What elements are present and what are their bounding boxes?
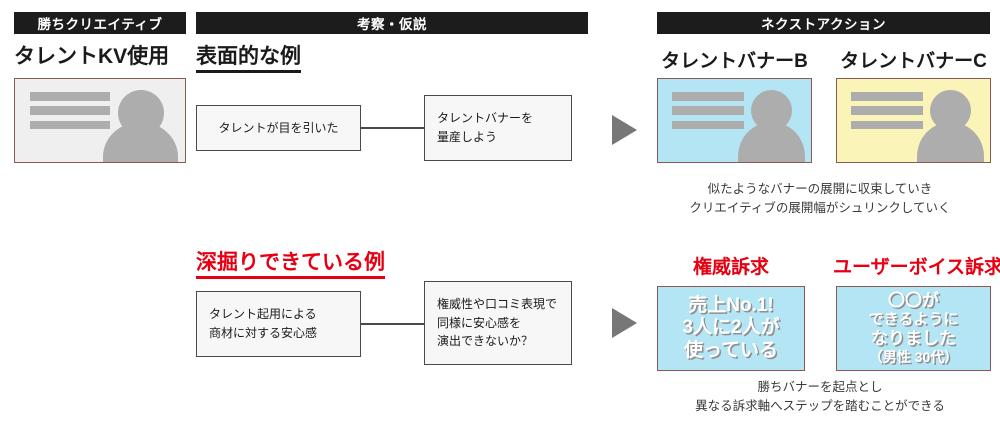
thumbnail-text-bar	[850, 106, 923, 116]
top-creative-title: タレントKV使用	[14, 45, 170, 68]
bottom-row-caption-line2: 異なる訴求軸へステップを踏むことができる	[695, 398, 945, 413]
person-body-icon	[916, 122, 984, 162]
bottom-section-title: 深掘りできている例	[196, 252, 385, 279]
top-row-caption-line2: クリエイティブの展開幅がシュリンクしていく	[689, 200, 951, 215]
flow-box-action: タレントバナーを 量産しよう	[424, 95, 572, 161]
thumbnail-text-bar	[850, 120, 923, 130]
banner-label-c: タレントバナーC	[840, 51, 987, 72]
bottom-row-caption: 勝ちバナーを起点とし 異なる訴求軸へステップを踏むことができる	[640, 378, 1000, 416]
thumbnail-text-bar	[30, 92, 111, 101]
banner-label-uservoice: ユーザーボイス訴求	[833, 257, 1000, 278]
top-section-title: 表面的な例	[196, 46, 301, 73]
flow-box-observation: タレントが目を引いた	[196, 105, 361, 151]
flow-connector-bottom	[361, 323, 424, 325]
creative-thumbnail-talent-banner-c	[836, 78, 991, 163]
authority-copy-line2: 3人に2人が	[682, 317, 780, 339]
column-header-winning-creative-label: 勝ちクリエイティブ	[37, 17, 163, 32]
flow-box-action-line2: 量産しよう	[437, 130, 498, 144]
flow-box-observation-line1: タレントが目を引いた	[218, 120, 339, 135]
creative-thumbnail-talent-banner-b	[657, 78, 812, 163]
authority-copy-line1: 売上No.1!	[688, 294, 774, 316]
uservoice-copy-line1: 〇〇が	[888, 291, 939, 311]
thumbnail-text-bar	[30, 106, 111, 116]
flow-box-action-line1: タレントバナーを	[437, 111, 534, 126]
top-row-caption-line1: 似たようなバナーの展開に収束していき	[707, 182, 933, 196]
flow-box-insight-line2: 商材に対する安心感	[209, 326, 318, 340]
uservoice-copy-line4: （男性 30代）	[868, 349, 959, 366]
uservoice-copy-line3: なりました	[871, 329, 956, 349]
thumbnail-text-bar	[850, 92, 923, 101]
banner-label-authority: 権威訴求	[692, 257, 769, 278]
step-arrow-bottom-icon	[612, 308, 637, 338]
creative-banner-authority: 売上No.1! 3人に2人が 使っている	[657, 286, 805, 371]
flow-box-insight: タレント起用による 商材に対する安心感	[196, 291, 361, 357]
flow-connector-top	[361, 127, 424, 129]
flow-box-idea-line1: 権威性や口コミ表現で	[437, 297, 558, 312]
column-header-next-action-label: ネクストアクション	[761, 17, 886, 32]
thumbnail-text-bar	[671, 92, 744, 101]
top-row-caption: 似たようなバナーの展開に収束していき クリエイティブの展開幅がシュリンクしていく	[640, 180, 1000, 218]
column-header-winning-creative: 勝ちクリエイティブ	[14, 12, 186, 34]
creative-banner-uservoice: 〇〇が できるように なりました （男性 30代）	[836, 286, 991, 371]
column-header-hypothesis: 考察・仮説	[196, 12, 588, 34]
flow-box-insight-line1: タレント起用による	[209, 307, 317, 322]
step-arrow-top-icon	[612, 115, 637, 145]
flow-box-idea-line2: 同様に安心感を	[437, 315, 522, 330]
person-body-icon	[103, 122, 179, 162]
flow-box-idea-line3: 演出できないか？	[437, 334, 534, 349]
bottom-row-caption-line1: 勝ちバナーを起点とし	[757, 380, 883, 394]
creative-thumbnail-talent-kv	[14, 78, 186, 163]
column-header-next-action: ネクストアクション	[657, 12, 990, 34]
uservoice-copy-line2: できるように	[868, 311, 959, 329]
banner-label-b: タレントバナーB	[661, 51, 808, 72]
thumbnail-text-bar	[671, 106, 744, 116]
flow-box-idea: 権威性や口コミ表現で 同様に安心感を 演出できないか？	[424, 281, 572, 365]
thumbnail-text-bar	[30, 120, 111, 130]
authority-copy-line3: 使っている	[683, 339, 779, 361]
thumbnail-text-bar	[671, 120, 744, 130]
column-header-hypothesis-label: 考察・仮説	[357, 17, 427, 32]
person-body-icon	[737, 122, 805, 162]
